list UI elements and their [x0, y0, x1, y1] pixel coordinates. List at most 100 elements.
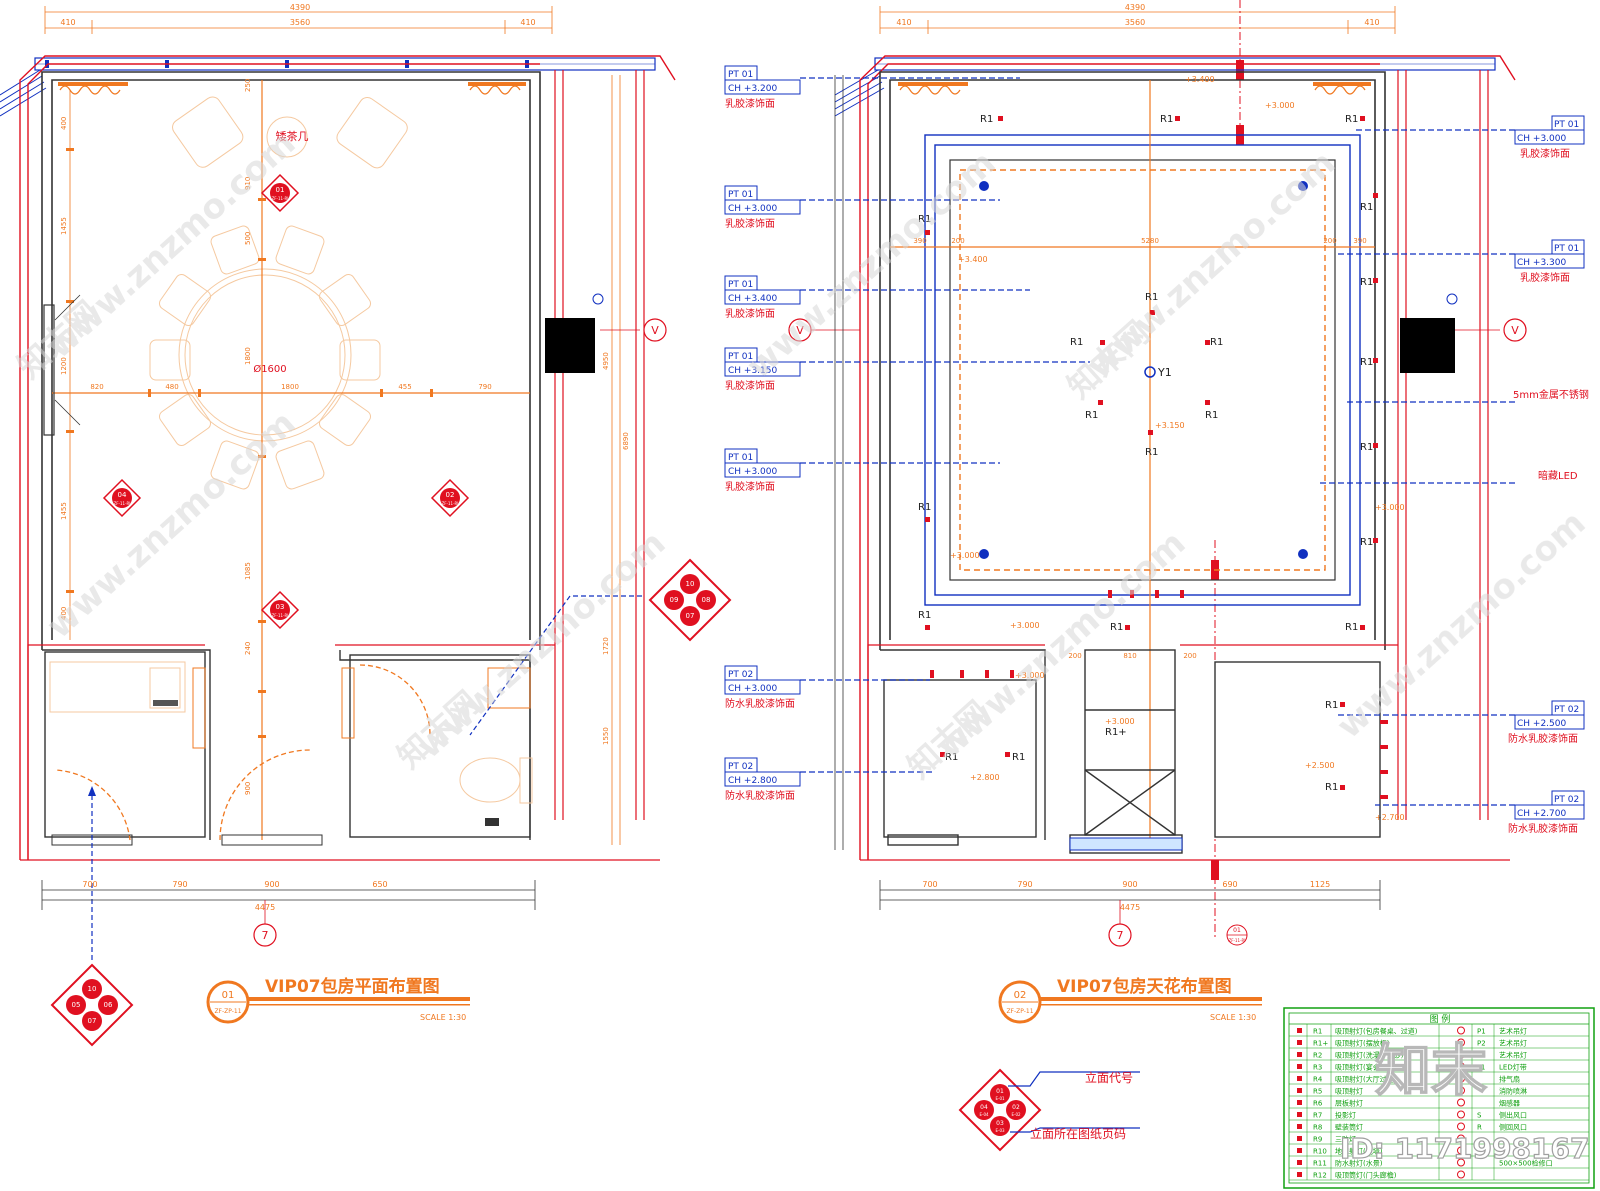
- r-column-black: [1400, 318, 1455, 373]
- legend-symbol-icon: [1457, 1086, 1465, 1095]
- legend-name: 三防灯: [1335, 1135, 1356, 1144]
- legend-code: R8: [1313, 1124, 1322, 1132]
- svg-text:700: 700: [922, 880, 937, 889]
- column-black: [545, 318, 595, 373]
- center-dim-5: 1085: [244, 562, 252, 580]
- tea-table-label: 矮茶几: [276, 129, 309, 143]
- legend-code: R5: [1313, 1088, 1322, 1096]
- elevation-symbol-04[interactable]: 04 ZF-11-RI: [102, 478, 142, 518]
- legend-code: R2: [1313, 1052, 1322, 1060]
- legend-symbol-icon: [1297, 1148, 1302, 1153]
- svg-text:810: 810: [1123, 652, 1136, 660]
- top-dim-total: 4390: [290, 3, 310, 12]
- legend-name: 防水射灯(水景): [1335, 1159, 1383, 1168]
- legend-symbol-icon: [1297, 1124, 1302, 1129]
- svg-text:CH +3.150: CH +3.150: [728, 366, 777, 376]
- legend-name: 吸顶筒灯(门头廊檐): [1335, 1171, 1397, 1180]
- section-mark[interactable]: 01 ZF-11-RI: [1226, 924, 1248, 946]
- svg-text:+3.000: +3.000: [1105, 717, 1135, 726]
- legend-name: 壁装筒灯: [1335, 1123, 1363, 1132]
- svg-text:03: 03: [996, 1120, 1004, 1127]
- center-dim-7: 900: [244, 782, 252, 795]
- legend-code: R1+: [1313, 1040, 1328, 1048]
- callout-left-7[interactable]: PT 02 CH +2.800 防水乳胶漆饰面: [724, 757, 801, 802]
- bottom-dim-2: 790: [172, 880, 187, 889]
- callout-right-3: 5mm金属不锈钢: [1513, 388, 1589, 401]
- svg-text:R1: R1: [1085, 410, 1098, 421]
- svg-text:R1: R1: [1070, 337, 1083, 348]
- svg-text:+3.000: +3.000: [1010, 621, 1040, 630]
- svg-text:CH +3.000: CH +3.000: [728, 684, 777, 694]
- legend-symbol-icon: [1297, 1160, 1302, 1165]
- legend-symbol-bottom-label: 立面所在图纸页码: [1030, 1126, 1126, 1141]
- svg-text:E-02: E-02: [1011, 1112, 1021, 1117]
- legend-symbol-icon: [1457, 1146, 1465, 1155]
- svg-text:PT 01: PT 01: [1554, 244, 1579, 254]
- svg-text:PT 01: PT 01: [1554, 120, 1579, 130]
- svg-text:ZF-ZP-11: ZF-ZP-11: [1006, 1008, 1033, 1015]
- callout-left-2[interactable]: PT 01 CH +3.000 乳胶漆饰面: [724, 185, 801, 230]
- svg-text:04: 04: [118, 491, 127, 499]
- callout-left-6[interactable]: PT 02 CH +3.000 防水乳胶漆饰面: [724, 665, 801, 710]
- watermark-id: ID: 1171998167: [1340, 1132, 1589, 1165]
- left-dim-5: 400: [60, 607, 68, 620]
- svg-text:PT 02: PT 02: [728, 670, 753, 680]
- legend-name: 500×500检修口: [1499, 1159, 1553, 1168]
- svg-text:R1+: R1+: [1105, 727, 1127, 738]
- left-dim-1: 400: [60, 117, 68, 130]
- callout-right-5[interactable]: PT 02 CH +2.500 防水乳胶漆饰面: [1508, 700, 1585, 745]
- legend-symbol-icon: [1297, 1100, 1302, 1105]
- svg-text:200: 200: [1183, 652, 1196, 660]
- axis-v-bubble: [643, 318, 667, 342]
- legend-symbol-icon: [1297, 1136, 1302, 1141]
- svg-text:R1: R1: [1325, 700, 1338, 711]
- legend-symbol-icon: [1297, 1172, 1302, 1177]
- legend-name: 吸顶射灯(宴会厅餐): [1335, 1063, 1397, 1072]
- row-dim-3: 1800: [281, 383, 299, 391]
- callout-left-5[interactable]: PT 01 CH +3.000 乳胶漆饰面: [724, 448, 801, 493]
- svg-text:乳胶漆饰面: 乳胶漆饰面: [725, 217, 775, 230]
- svg-text:1125: 1125: [1310, 880, 1330, 889]
- svg-text:900: 900: [1122, 880, 1137, 889]
- right-dim-2: 6890: [622, 432, 630, 450]
- svg-text:R1: R1: [1360, 537, 1373, 548]
- svg-text:乳胶漆饰面: 乳胶漆饰面: [725, 480, 775, 493]
- callout-right-2[interactable]: PT 01 CH +3.300 乳胶漆饰面: [1514, 239, 1585, 284]
- svg-text:防水乳胶漆饰面: 防水乳胶漆饰面: [1508, 822, 1578, 835]
- legend-name: 吸顶射灯(大厅过道): [1335, 1075, 1397, 1084]
- legend-name: 吸顶射灯(洗漫、紫砂): [1335, 1051, 1404, 1060]
- callout-left-1[interactable]: PT 01 CH +3.200 乳胶漆饰面: [724, 65, 801, 110]
- center-light-label: Y1: [1157, 366, 1172, 379]
- legend-name: 地埋射灯(洗墙): [1335, 1147, 1383, 1156]
- elevation-cluster-symbol-2[interactable]: 10 05 06 07: [50, 963, 134, 1047]
- svg-text:10: 10: [88, 985, 97, 993]
- callout-left-4[interactable]: PT 01 CH +3.150 乳胶漆饰面: [724, 347, 801, 392]
- svg-text:R1: R1: [1325, 782, 1338, 793]
- legend-symbol-icon: [1297, 1064, 1302, 1069]
- legend-symbol-icon: [1297, 1112, 1302, 1117]
- callout-right-6[interactable]: PT 02 CH +2.700 防水乳胶漆饰面: [1508, 790, 1585, 835]
- svg-text:乳胶漆饰面: 乳胶漆饰面: [1520, 271, 1570, 284]
- svg-text:乳胶漆饰面: 乳胶漆饰面: [725, 97, 775, 110]
- elevation-symbol-01[interactable]: 01 ZF-11-RI: [260, 173, 300, 213]
- legend-name: 投影灯: [1335, 1111, 1356, 1120]
- svg-text:R1: R1: [1360, 357, 1373, 368]
- r-axis-7-label: 7: [1117, 929, 1124, 942]
- svg-text:R1: R1: [918, 610, 931, 621]
- svg-text:PT 02: PT 02: [1554, 795, 1579, 805]
- elevation-symbol-03[interactable]: 03 ZF-11-RI: [260, 590, 300, 630]
- svg-text:CH +3.300: CH +3.300: [1517, 258, 1566, 268]
- elevation-cluster-symbol[interactable]: 10 09 08 07: [648, 558, 732, 642]
- svg-text:www.znzmo.com: www.znzmo.com: [739, 143, 1003, 386]
- legend-code: R4: [1313, 1076, 1323, 1084]
- left-plan-scale: SCALE 1:30: [420, 1013, 466, 1022]
- right-dim-4: 1550: [602, 727, 610, 745]
- svg-text:690: 690: [1222, 880, 1237, 889]
- callout-right-1[interactable]: PT 01 CH +3.000 乳胶漆饰面: [1514, 115, 1585, 160]
- svg-text:防水乳胶漆饰面: 防水乳胶漆饰面: [725, 789, 795, 802]
- axis-7-bubble: [253, 923, 277, 947]
- callout-left-3[interactable]: PT 01 CH +3.400 乳胶漆饰面: [724, 275, 801, 320]
- legend-name: 侧回风口: [1499, 1123, 1527, 1132]
- elevation-symbol-02[interactable]: 02 ZF-11-RI: [430, 478, 470, 518]
